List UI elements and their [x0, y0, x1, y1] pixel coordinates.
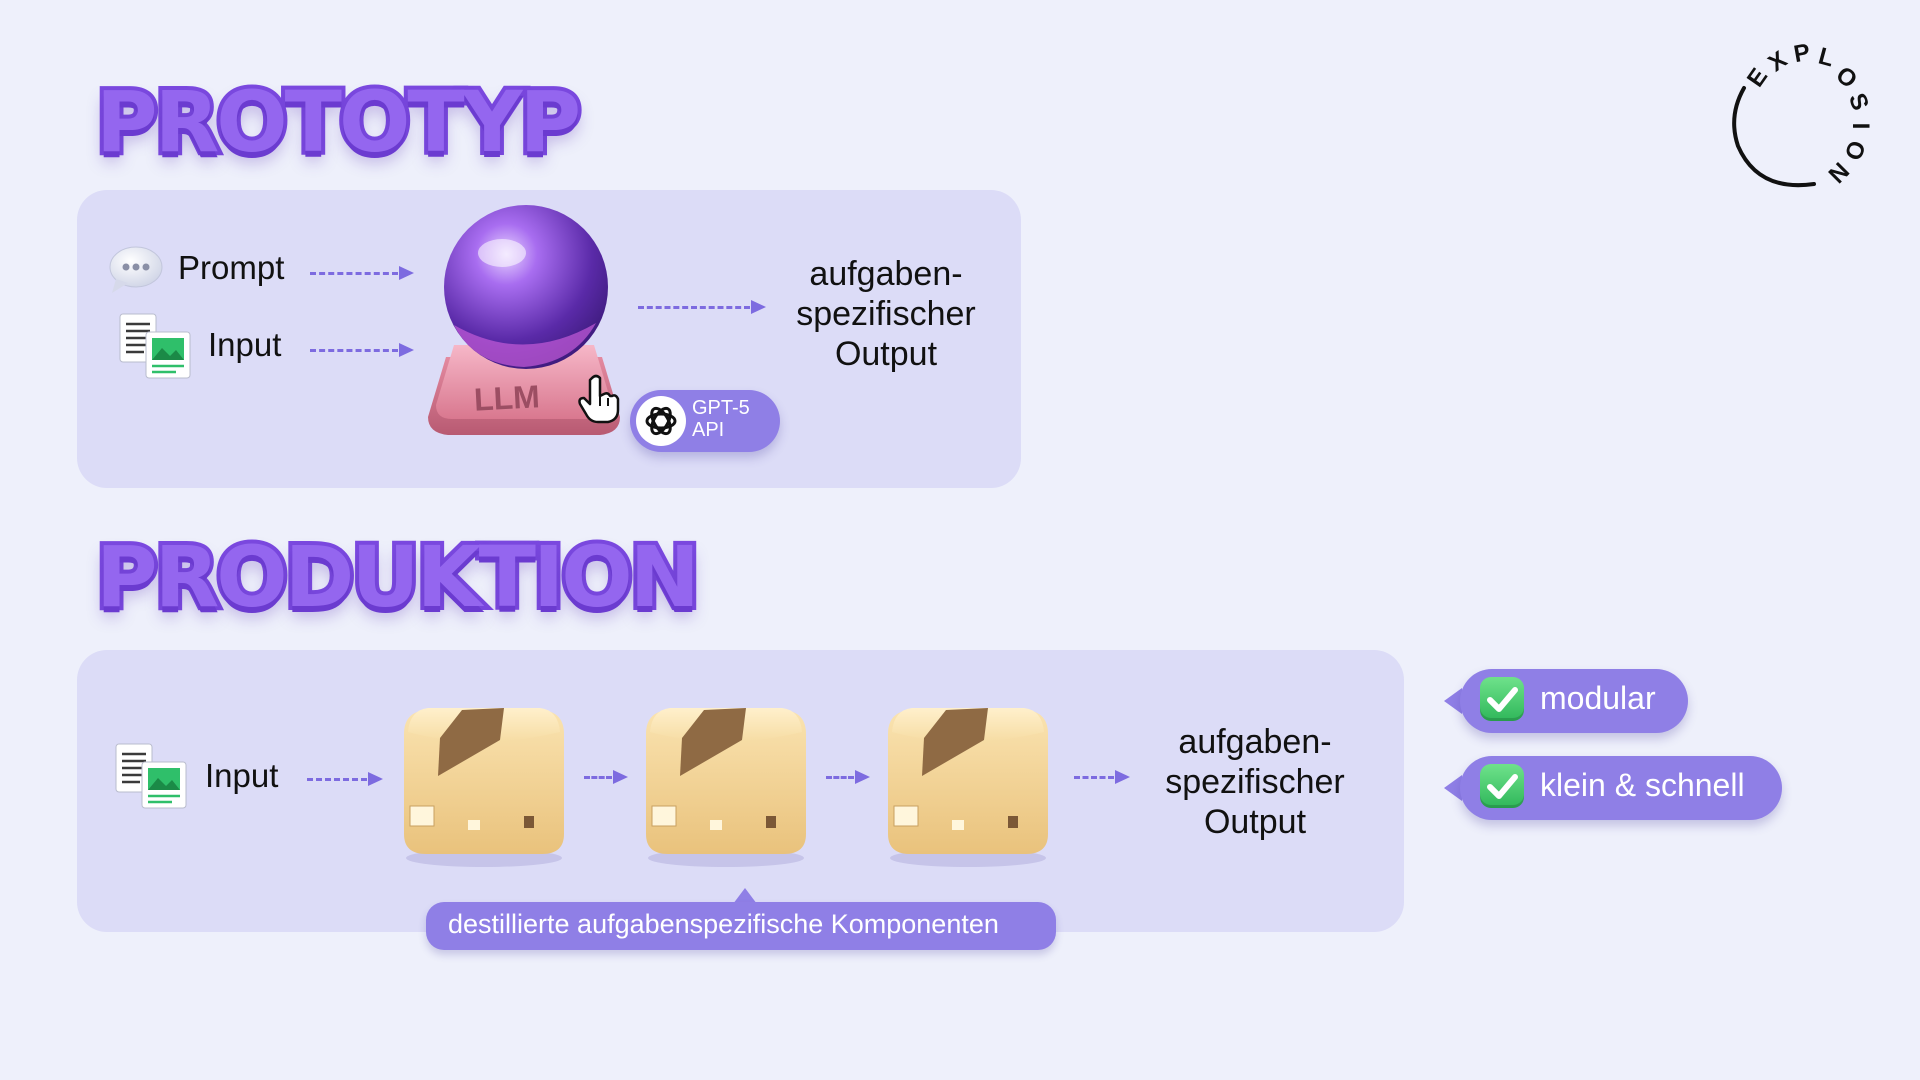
documents-icon — [118, 312, 194, 382]
logo-letter-i: I — [1847, 122, 1874, 130]
package-box-icon — [396, 698, 572, 868]
prototype-input-label: Input — [208, 326, 282, 363]
components-caption-pill — [426, 902, 1056, 950]
prompt-arrow — [310, 266, 414, 280]
production-output-line2: spezifischer — [1165, 763, 1345, 801]
input-arrow — [310, 343, 414, 357]
llm-label: LLM — [473, 378, 541, 418]
crystal-ball-icon — [424, 205, 624, 445]
package-box-icon — [880, 698, 1056, 868]
prototype-output-line1: aufgaben- — [809, 255, 963, 293]
production-output-line1: aufgaben- — [1178, 723, 1332, 761]
box-arrow-1 — [584, 770, 628, 784]
llm-output-arrow — [638, 300, 766, 314]
hand-pointer-icon — [578, 374, 622, 424]
production-input-arrow — [307, 772, 383, 786]
caption-notch — [733, 888, 757, 904]
production-output: aufgaben- spezifischer Output — [1140, 722, 1370, 842]
box-arrow-2 — [826, 770, 870, 784]
documents-icon — [114, 742, 190, 812]
production-output-line3: Output — [1203, 803, 1307, 841]
checkmark-icon — [1480, 677, 1524, 721]
api-badge-model: GPT-5 — [692, 397, 750, 419]
explosion-logo: E X P L O S I O N — [1718, 36, 1882, 200]
benefit-tail-modular — [1444, 688, 1462, 714]
benefit-tail-small-fast — [1444, 775, 1462, 801]
speech-bubble-icon — [108, 245, 164, 295]
components-caption: destillierte aufgabenspezifische Kompone… — [448, 909, 999, 939]
prototype-output-line2: spezifischer — [796, 295, 976, 333]
benefit-small-fast-label: klein & schnell — [1540, 767, 1745, 803]
benefit-modular-label: modular — [1540, 680, 1656, 716]
api-badge-type: API — [692, 419, 725, 441]
checkmark-icon — [1480, 764, 1524, 808]
prompt-label: Prompt — [178, 249, 285, 286]
prototype-title: PROTOTYP — [92, 73, 585, 171]
production-title: PRODUKTION — [92, 528, 704, 626]
prototype-output-line3: Output — [834, 335, 938, 373]
production-input-label: Input — [205, 757, 279, 794]
package-box-icon — [638, 698, 814, 868]
openai-icon — [636, 396, 686, 446]
prototype-output: aufgaben- spezifischer Output — [780, 254, 992, 374]
box-output-arrow — [1074, 770, 1130, 784]
